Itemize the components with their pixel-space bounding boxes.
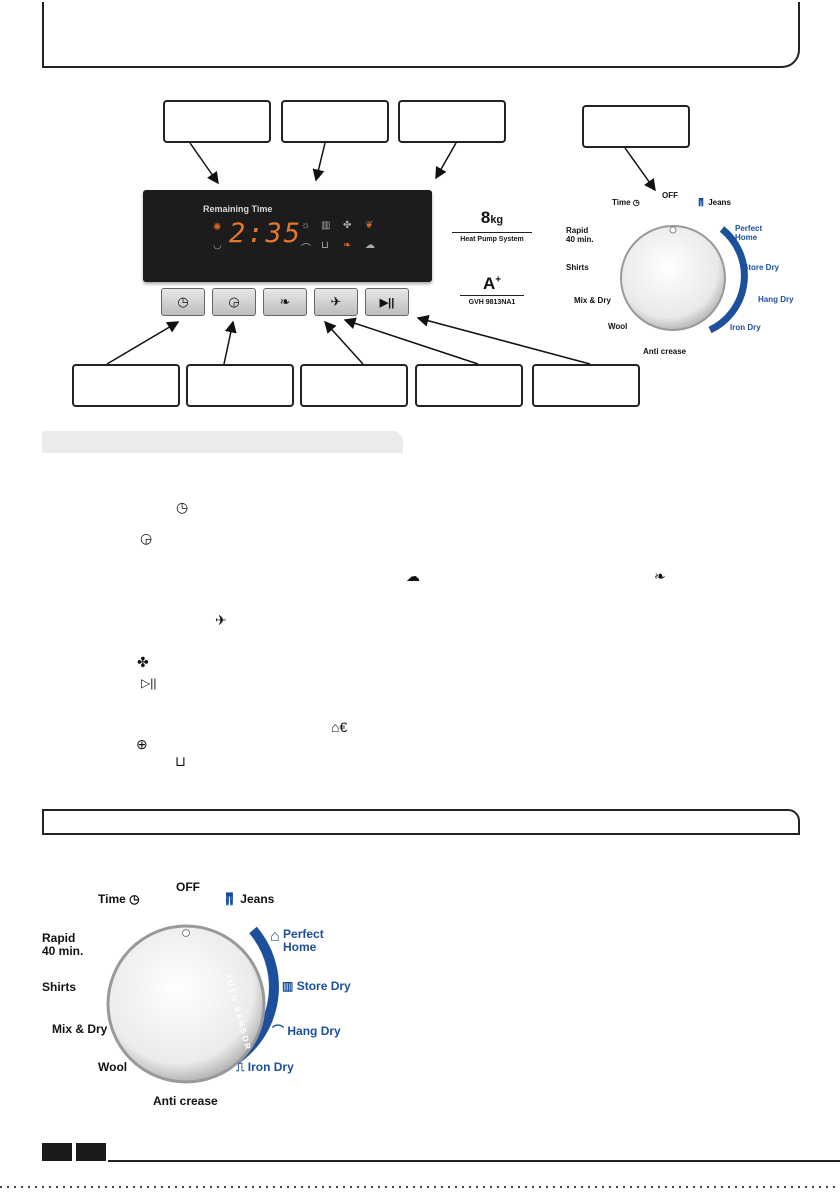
small-dial-off-label: OFF bbox=[662, 191, 678, 200]
callout-box-9 bbox=[532, 364, 640, 407]
time-button[interactable]: ◷ bbox=[161, 288, 205, 316]
page-number-box-2 bbox=[76, 1143, 106, 1161]
small-dial-time-label: Time ◷ bbox=[612, 198, 640, 207]
legend-water-tank-icon: ⊔ bbox=[175, 753, 186, 769]
dial-shirts-label: Shirts bbox=[42, 980, 77, 994]
legend-feather-icon: ❧ bbox=[654, 568, 666, 584]
legend-play-pause-icon: ▷|| bbox=[141, 676, 157, 690]
clock-icon: ◷ bbox=[177, 294, 189, 309]
clock-icon: ◷ bbox=[632, 198, 640, 207]
control-panel-display: Remaining Time ✺ ◡ 2:35 ☼ ▥ ✤ ❦ ⌒ ⊔ ❧ ☁ bbox=[143, 190, 432, 282]
dial-hang-dry-label: ⌒ Hang Dry bbox=[272, 1024, 341, 1038]
capacity-label: 8kg bbox=[480, 208, 504, 227]
callout-box-7 bbox=[300, 364, 408, 407]
remaining-time-digits: 2:35 bbox=[229, 218, 303, 249]
small-dial-jeans-label: 👖 Jeans bbox=[696, 198, 731, 207]
legend-clock-icon: ◷ bbox=[176, 499, 189, 515]
small-dial-rapid-label: Rapid 40 min. bbox=[566, 226, 594, 244]
dial-mix-dry-label: Mix & Dry bbox=[52, 1022, 108, 1036]
spec-divider-1 bbox=[452, 232, 532, 233]
small-dial-anticrease-label: Anti crease bbox=[643, 347, 687, 356]
dial-perfect-home-label: ⌂ Perfect Home bbox=[270, 927, 324, 954]
drum-indicator-icon: ◡ bbox=[213, 240, 222, 251]
iron-shirt-button[interactable]: ✈ bbox=[314, 288, 358, 316]
callout-box-1 bbox=[163, 100, 271, 143]
energy-class-label: A+ bbox=[482, 274, 502, 293]
small-dial-hang-dry-label: Hang Dry bbox=[758, 295, 794, 304]
dial-time-label: Time ◷ bbox=[98, 892, 140, 906]
header-frame bbox=[42, 2, 800, 68]
spec-divider-2 bbox=[460, 295, 524, 296]
delay-timer-button[interactable]: ◶ bbox=[212, 288, 256, 316]
footer-dotted-line bbox=[0, 1186, 840, 1188]
dial-wool-label: Wool bbox=[98, 1060, 128, 1074]
legend-filter-icon: ⊕ bbox=[136, 736, 148, 752]
program-dial-large[interactable] bbox=[90, 870, 420, 1120]
section-header-bar bbox=[42, 431, 403, 453]
jeans-icon: 👖 bbox=[696, 198, 706, 207]
small-dial-iron-dry-label: Iron Dry bbox=[730, 323, 761, 332]
legend-cloud-icon: ☁ bbox=[406, 568, 420, 584]
program-dial-small[interactable] bbox=[560, 190, 810, 370]
callout-box-2 bbox=[281, 100, 389, 143]
small-dial-store-dry-label: Store Dry bbox=[743, 263, 780, 272]
callout-box-5 bbox=[72, 364, 180, 407]
iron-shirt-icon: ✈ bbox=[330, 294, 342, 309]
callout-arrows bbox=[106, 142, 656, 365]
legend-iron-shirt-icon: ✈ bbox=[215, 612, 227, 628]
clock-icon: ◷ bbox=[129, 892, 140, 906]
iron-icon: ⎍ bbox=[236, 1060, 245, 1074]
start-pause-button[interactable]: ▶|| bbox=[365, 288, 409, 316]
dial-anti-crease-label: Anti crease bbox=[153, 1094, 218, 1108]
dial-off-label: OFF bbox=[176, 880, 200, 894]
delay-timer-icon: ◶ bbox=[228, 294, 240, 309]
callout-box-4 bbox=[582, 105, 690, 148]
leaf-indicator-icon: ❦ bbox=[365, 220, 374, 231]
dial-iron-dry-label: ⎍ Iron Dry bbox=[236, 1060, 294, 1074]
callout-box-3 bbox=[398, 100, 506, 143]
fan-indicator-icon: ✤ bbox=[343, 220, 352, 231]
wardrobe-indicator-icon: ▥ bbox=[321, 220, 331, 231]
home-icon: ⌂ bbox=[270, 928, 280, 945]
steam-indicator-icon: ✺ bbox=[213, 222, 222, 233]
feather-button[interactable]: ❧ bbox=[263, 288, 307, 316]
play-pause-icon: ▶|| bbox=[379, 296, 395, 309]
dial-store-dry-label: ▥ Store Dry bbox=[282, 979, 351, 993]
legend-delay-timer-icon: ◶ bbox=[140, 530, 153, 546]
legend-fan-icon: ✤ bbox=[137, 654, 149, 670]
sun-indicator-icon: ☼ bbox=[301, 220, 311, 231]
small-dial-wool-label: Wool bbox=[608, 322, 628, 331]
footer-line bbox=[108, 1160, 840, 1162]
feather-indicator-icon: ❧ bbox=[343, 240, 352, 251]
dial-jeans-label: 👖 Jeans bbox=[222, 892, 275, 906]
dial-rapid-label: Rapid 40 min. bbox=[42, 931, 84, 958]
small-dial-perfect-home-label: Perfect Home bbox=[735, 224, 763, 242]
hanger-icon: ⌒ bbox=[272, 1024, 285, 1038]
feather-icon: ❧ bbox=[279, 294, 291, 309]
callout-box-8 bbox=[415, 364, 523, 407]
tank-indicator-icon: ⊔ bbox=[321, 240, 329, 251]
system-label: Heat Pump System bbox=[460, 236, 524, 243]
cloud-indicator-icon: ☁ bbox=[365, 240, 375, 251]
callout-box-6 bbox=[186, 364, 294, 407]
jeans-icon: 👖 bbox=[222, 892, 237, 906]
page-number-box-1 bbox=[42, 1143, 72, 1161]
hanger-indicator-icon: ⌒ bbox=[301, 244, 311, 255]
legend-eco-home-icon: ⌂€ bbox=[331, 719, 348, 735]
display-title: Remaining Time bbox=[203, 204, 273, 214]
section-header-frame-2 bbox=[42, 809, 800, 835]
model-label: GVH 9813NA1 bbox=[468, 299, 516, 306]
wardrobe-icon: ▥ bbox=[282, 979, 294, 993]
small-dial-mix-label: Mix & Dry bbox=[574, 296, 611, 305]
small-dial-shirts-label: Shirts bbox=[566, 263, 589, 272]
